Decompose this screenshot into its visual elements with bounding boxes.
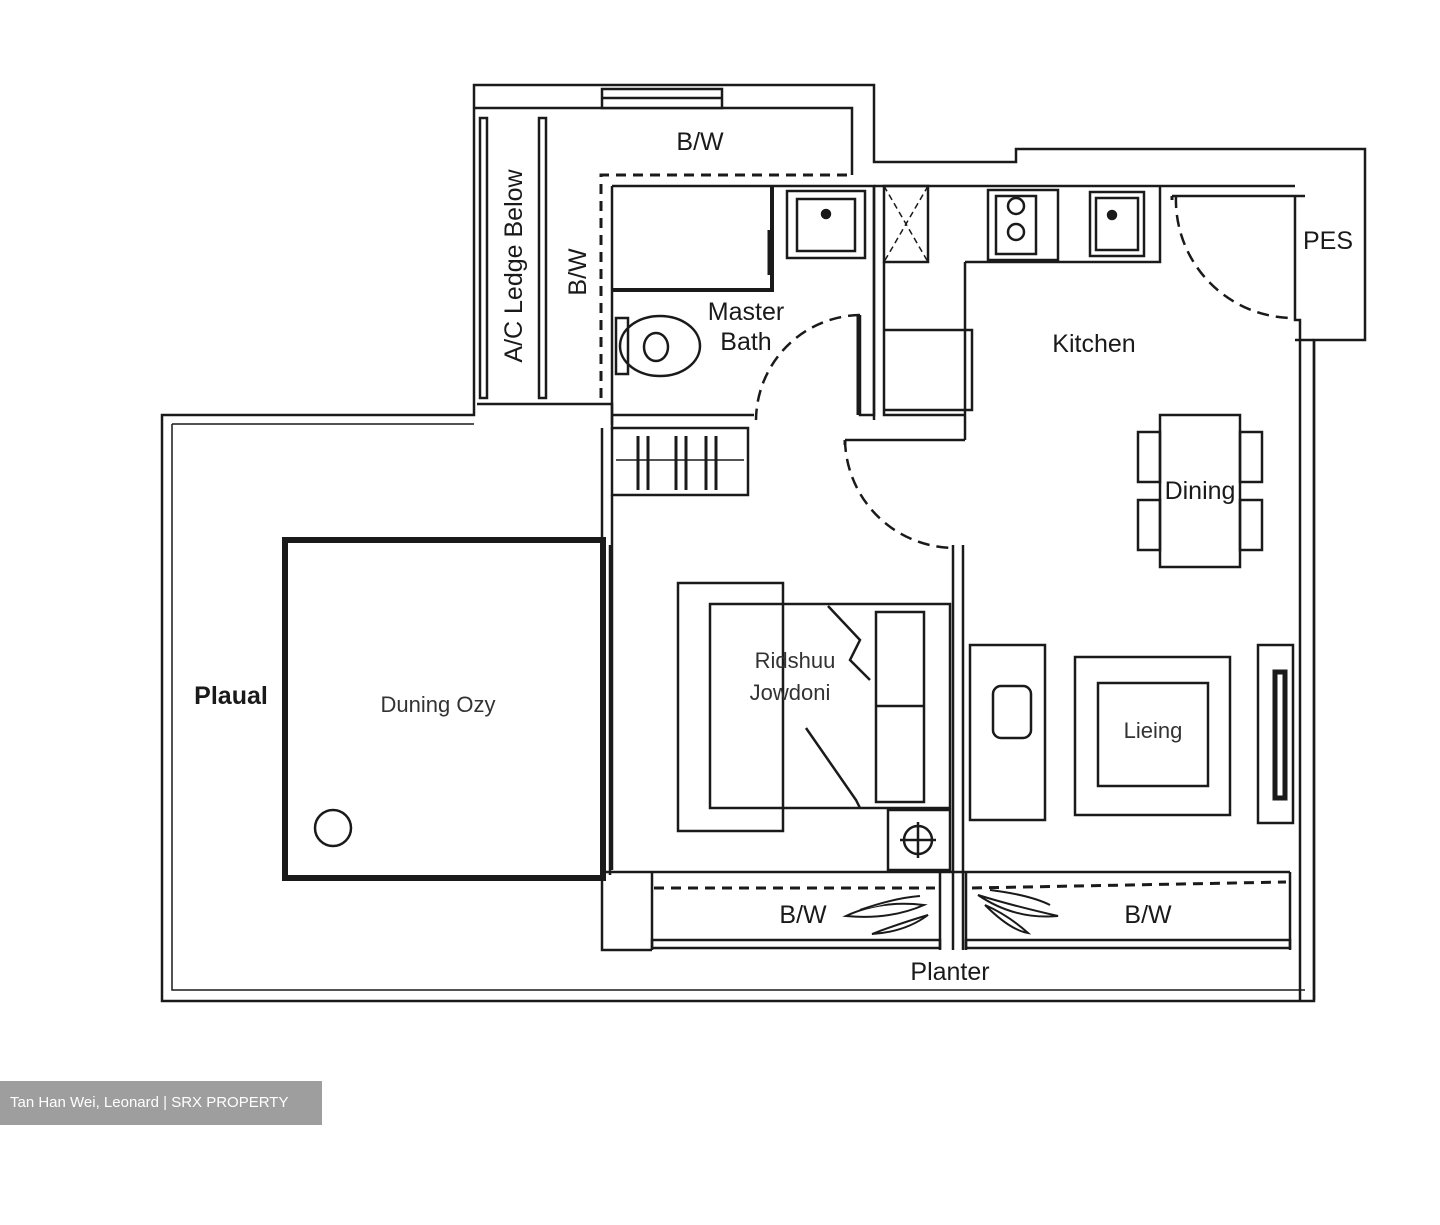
kitchen-label: Kitchen — [1052, 330, 1135, 358]
dining-label: Dining — [1165, 477, 1236, 505]
dining-area-label: Duning Ozy — [381, 692, 496, 717]
bw-bottom-left-label: B/W — [779, 901, 827, 929]
living-label: Lieing — [1124, 718, 1183, 743]
plant-icon-left — [842, 895, 929, 935]
bw-bottom-right-label: B/W — [1124, 901, 1172, 929]
dashed-lines — [599, 173, 1287, 890]
ac-ledge-label: A/C Ledge Below — [500, 168, 528, 362]
bw-top-label: B/W — [676, 128, 724, 156]
master-bath-label-line2: Bath — [720, 328, 771, 356]
credit-watermark: Tan Han Wei, Leonard | SRX PROPERTY — [0, 1081, 322, 1125]
planter-left-label: Plaual — [194, 682, 268, 710]
walls — [160, 83, 1367, 1003]
plant-icon-right — [977, 889, 1059, 935]
toilet-icon — [614, 314, 702, 378]
bw-left-label: B/W — [564, 248, 592, 296]
master-bath-label-line1: Master — [708, 298, 784, 326]
pes-label: PES — [1303, 227, 1353, 255]
door-swings — [754, 195, 1295, 550]
bedroom-label-line1: Ridshuu — [755, 648, 836, 673]
planter-label: Planter — [910, 958, 989, 986]
bedroom-label-line2: Jowdoni — [750, 680, 831, 705]
door-leaves — [843, 196, 1174, 445]
